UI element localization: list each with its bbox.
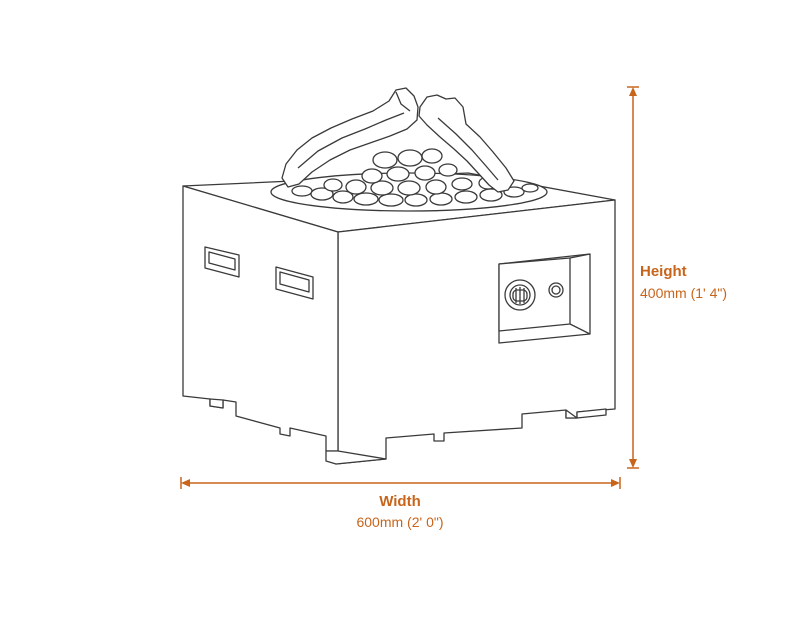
- height-title: Height: [640, 263, 687, 280]
- width-title: Width: [379, 493, 421, 510]
- fire-logs: [281, 87, 515, 193]
- fire-pit-left-face: [182, 185, 339, 452]
- base-feet: [209, 398, 607, 465]
- fire-pit-drawing: [182, 87, 616, 465]
- log-back: [418, 94, 515, 193]
- height-value: 400mm (1' 4"): [640, 285, 728, 301]
- ignition-knob: [504, 279, 536, 311]
- lava-stones: [291, 148, 539, 207]
- left-handle-2: [275, 266, 314, 300]
- push-button: [548, 282, 564, 298]
- width-dimension-line: [180, 477, 621, 489]
- width-value: 600mm (2' 0"): [356, 514, 444, 530]
- log-front: [281, 87, 419, 188]
- left-handle-1: [204, 246, 240, 278]
- height-dimension-line: [627, 86, 639, 469]
